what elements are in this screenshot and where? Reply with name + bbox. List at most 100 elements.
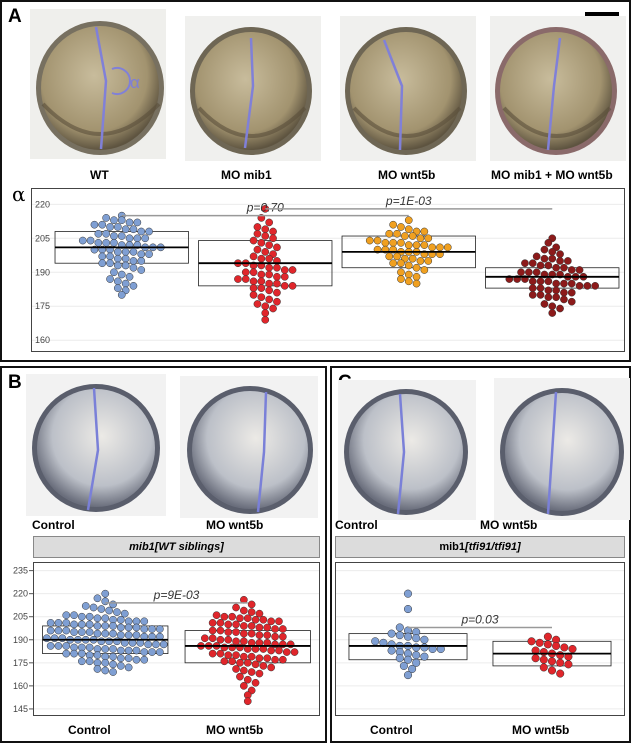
- label-wt: WT: [90, 168, 109, 182]
- data-point-mo-wnt5b: [373, 236, 382, 245]
- data-point-control: [109, 645, 117, 653]
- embryo-c-mo-svg: [494, 378, 630, 520]
- data-point-mo-wnt5b: [539, 648, 548, 657]
- data-point-mo-wnt5b: [201, 634, 209, 643]
- data-point-mo-mib1: [253, 245, 262, 254]
- data-point-mo-wnt5b: [232, 651, 240, 659]
- data-point-wt: [129, 248, 138, 256]
- data-point-mo-mib1-mo-wnt5b: [548, 248, 557, 256]
- data-point-wt: [125, 234, 134, 243]
- data-point-mo-mib1: [273, 243, 281, 252]
- embryo-double-mo-svg: [490, 16, 626, 161]
- data-point-wt: [86, 236, 95, 245]
- angle-alpha-label: α: [130, 73, 140, 92]
- data-point-control: [89, 603, 98, 612]
- data-point-wt: [102, 238, 111, 247]
- data-point-mo-wnt5b: [385, 252, 394, 261]
- plot-b: p=9E-03: [33, 562, 320, 716]
- data-point-mo-mib1: [265, 254, 273, 263]
- data-point-mo-wnt5b: [404, 225, 413, 234]
- data-point-control: [399, 661, 408, 670]
- data-point-wt: [121, 248, 130, 256]
- label-mo-mib1-mo-wnt5b: MO mib1 + MO wnt5b: [491, 168, 613, 182]
- data-point-control: [109, 668, 117, 676]
- data-point-mo-mib1-mo-wnt5b: [548, 302, 557, 311]
- data-point-control: [70, 611, 78, 620]
- embryo-image-mo-mib1: [185, 16, 321, 161]
- data-point-mo-mib1: [249, 252, 258, 261]
- data-point-mo-mib1-mo-wnt5b: [544, 277, 553, 286]
- data-point-control: [420, 643, 429, 652]
- data-point-control: [50, 634, 59, 643]
- data-point-control: [42, 634, 51, 643]
- data-point-mo-wnt5b: [240, 682, 248, 690]
- data-point-control: [387, 646, 396, 655]
- data-point-mo-wnt5b: [240, 622, 248, 630]
- embryo-c-control-svg: [338, 380, 476, 520]
- data-point-mo-wnt5b: [556, 651, 565, 660]
- data-point-mo-wnt5b: [263, 623, 272, 632]
- data-point-control: [101, 658, 110, 667]
- data-point-wt: [98, 220, 107, 229]
- data-point-mo-wnt5b: [240, 637, 248, 646]
- data-point-mo-wnt5b: [543, 640, 552, 649]
- data-point-mo-wnt5b: [286, 640, 295, 649]
- data-point-mo-wnt5b: [208, 626, 217, 635]
- data-point-wt: [145, 227, 153, 236]
- data-point-mo-wnt5b: [243, 675, 252, 684]
- data-point-mo-wnt5b: [243, 614, 252, 623]
- data-point-mo-mib1: [265, 279, 273, 288]
- data-point-control: [412, 658, 421, 667]
- data-point-mo-mib1: [261, 309, 270, 317]
- data-point-control: [70, 628, 78, 636]
- data-point-mo-wnt5b: [228, 643, 236, 652]
- data-point-control: [117, 662, 125, 670]
- data-point-control: [62, 626, 71, 635]
- data-point-control: [62, 642, 71, 650]
- label-mo-mib1: MO mib1: [221, 168, 272, 182]
- data-point-mo-wnt5b: [255, 609, 264, 618]
- data-point-mo-wnt5b: [263, 654, 272, 663]
- data-point-mo-wnt5b: [236, 672, 244, 681]
- data-point-wt: [129, 257, 138, 265]
- data-point-control: [117, 615, 125, 624]
- label-c-x-mo-wnt5b: MO wnt5b: [512, 723, 570, 737]
- data-point-mo-wnt5b: [251, 615, 260, 624]
- data-point-control: [132, 655, 141, 664]
- data-point-mo-mib1: [257, 254, 266, 263]
- data-point-mo-wnt5b: [236, 643, 244, 652]
- data-point-control: [395, 654, 404, 663]
- data-point-mo-wnt5b: [255, 623, 264, 632]
- data-point-control: [101, 645, 110, 653]
- data-point-mo-wnt5b: [247, 622, 256, 630]
- data-point-wt: [145, 250, 153, 258]
- data-point-mo-mib1-mo-wnt5b: [567, 266, 576, 274]
- panel-c: C Control MO wnt5b mib1[tfi91/tfi91] p=0…: [330, 366, 631, 743]
- data-point-control: [93, 629, 102, 638]
- data-point-mo-wnt5b: [220, 657, 229, 666]
- data-point-mo-mib1: [280, 272, 289, 281]
- panel-a-letter: A: [8, 6, 22, 27]
- embryo-mo-wnt5b-svg: [340, 16, 476, 161]
- data-point-wt: [117, 232, 126, 240]
- data-point-control: [109, 622, 117, 630]
- data-point-mo-mib1-mo-wnt5b: [536, 261, 545, 270]
- data-point-mo-wnt5b: [271, 655, 279, 664]
- data-point-mo-wnt5b: [279, 625, 287, 633]
- data-point-mo-mib1: [249, 268, 258, 277]
- data-point-mo-wnt5b: [527, 637, 536, 646]
- data-point-control: [408, 664, 417, 674]
- data-point-control: [113, 637, 121, 646]
- data-point-mo-mib1-mo-wnt5b: [575, 282, 584, 290]
- data-point-control: [78, 628, 86, 636]
- data-point-wt: [129, 225, 138, 234]
- data-point-mo-wnt5b: [247, 652, 256, 661]
- data-point-control: [54, 619, 63, 627]
- data-point-control: [420, 652, 429, 661]
- data-point-control: [148, 625, 156, 633]
- panel-a: A α: [0, 0, 631, 362]
- data-point-wt: [117, 270, 126, 279]
- data-point-wt: [114, 248, 122, 256]
- data-point-mo-mib1-mo-wnt5b: [575, 266, 584, 274]
- p-value-label: p=0.70: [246, 201, 284, 215]
